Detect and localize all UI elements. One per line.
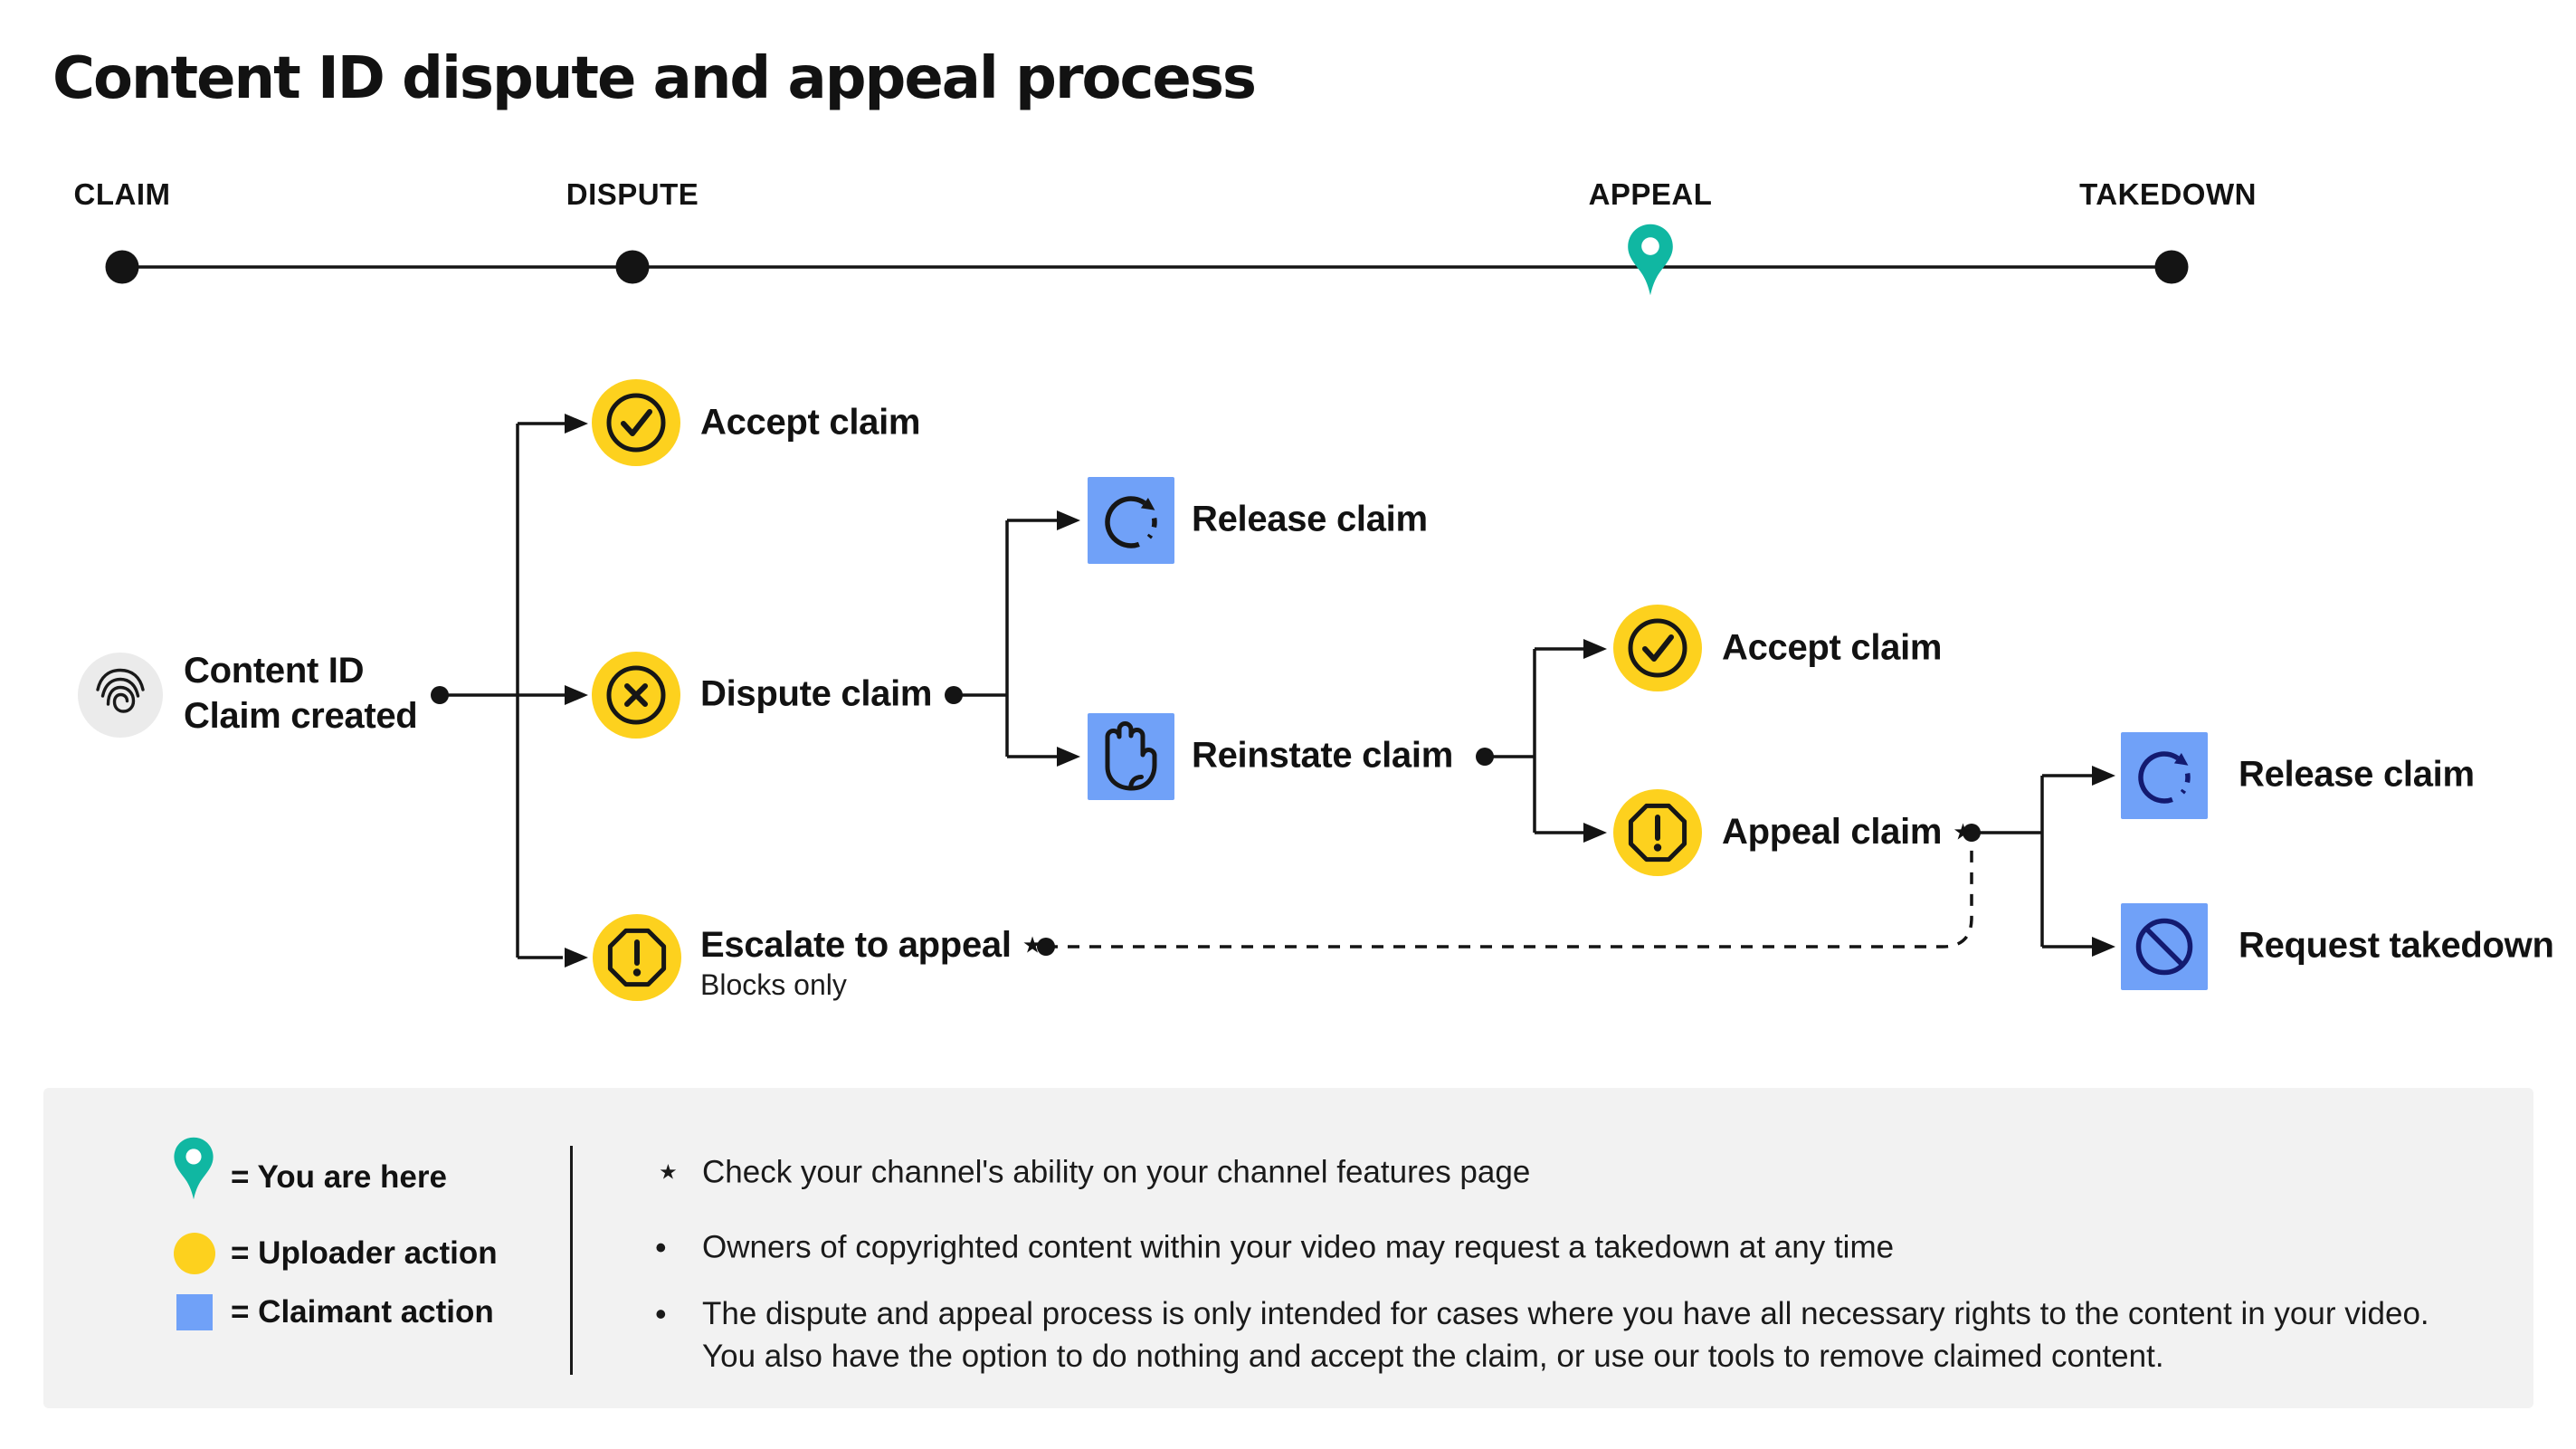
legend-you-are-here-label: = You are here bbox=[231, 1159, 447, 1196]
note-bullet-marker: • bbox=[655, 1295, 667, 1332]
arrowhead-accept-1 bbox=[565, 414, 588, 434]
arrowhead-dispute bbox=[565, 685, 588, 705]
accept-claim-2-check-icon bbox=[1612, 604, 1703, 694]
release-claim-2-label: Release claim bbox=[2239, 754, 2475, 795]
release-claim-2-refresh-icon bbox=[2121, 732, 2208, 819]
escalate-label-block: Escalate to appeal ⋆ Blocks only bbox=[700, 924, 1044, 1004]
legend-claimant-action-label: = Claimant action bbox=[231, 1294, 494, 1330]
reinstate-claim-label: Reinstate claim bbox=[1192, 735, 1453, 776]
accept-claim-2-label: Accept claim bbox=[1722, 627, 1943, 668]
escalate-sublabel: Blocks only bbox=[700, 968, 847, 1001]
legend-uploader-action-label: = Uploader action bbox=[231, 1235, 498, 1272]
connector-dot-source bbox=[431, 686, 449, 704]
connector-dot-reinstate bbox=[1476, 748, 1494, 766]
arrowhead-escalate bbox=[565, 948, 588, 968]
connector-dot-dispute bbox=[945, 686, 963, 704]
timeline-dot-takedown bbox=[2154, 250, 2189, 284]
source-label: Content ID Claim created bbox=[184, 648, 418, 739]
note-text: Owners of copyrighted content within you… bbox=[702, 1229, 1895, 1265]
branch-1-lines bbox=[440, 422, 565, 959]
reinstate-claim-hand-icon bbox=[1088, 713, 1174, 800]
page-title: Content ID dispute and appeal process bbox=[52, 45, 1257, 112]
note-row: ⋆ Check your channel's ability on your c… bbox=[655, 1147, 1531, 1195]
branch-3-lines bbox=[1485, 647, 1583, 834]
arrowhead-release-1 bbox=[1057, 510, 1080, 530]
legend-divider bbox=[570, 1146, 573, 1375]
note-row: • Owners of copyrighted content within y… bbox=[655, 1226, 1894, 1269]
note-row: • The dispute and appeal process is only… bbox=[655, 1292, 2476, 1378]
release-claim-1-refresh-icon bbox=[1088, 477, 1174, 564]
timeline-stage-takedown: TAKEDOWN bbox=[2079, 177, 2257, 211]
note-bullet-marker: • bbox=[655, 1228, 667, 1266]
timeline-dot-claim bbox=[105, 250, 139, 284]
arrowhead-release-2 bbox=[2092, 766, 2115, 786]
appeal-claim-label: Appeal claim ⋆ bbox=[1722, 812, 1974, 853]
dispute-claim-x-icon bbox=[591, 650, 681, 740]
content-id-fingerprint-icon bbox=[78, 653, 163, 738]
branch-4-lines bbox=[1972, 774, 2092, 949]
escalate-alert-octagon-icon bbox=[592, 912, 682, 1003]
source-label-line2: Claim created bbox=[184, 696, 418, 736]
legend-panel bbox=[43, 1088, 2533, 1408]
you-are-here-pin-icon bbox=[1622, 221, 1678, 299]
dashed-escalate-connector bbox=[1046, 844, 1973, 949]
timeline-stage-appeal: APPEAL bbox=[1588, 177, 1713, 211]
accept-claim-1-check-icon bbox=[591, 378, 681, 469]
escalate-label: Escalate to appeal ⋆ bbox=[700, 925, 1044, 965]
note-text: Check your channel's ability on your cha… bbox=[702, 1154, 1531, 1190]
timeline-dot-dispute bbox=[615, 250, 650, 284]
source-label-line1: Content ID bbox=[184, 651, 365, 691]
appeal-claim-alert-octagon-icon bbox=[1612, 787, 1703, 878]
connector-dot-appeal bbox=[1963, 824, 1981, 842]
arrowhead-reinstate bbox=[1057, 747, 1080, 767]
arrowhead-appeal bbox=[1583, 823, 1607, 843]
legend-uploader-action-swatch bbox=[174, 1233, 215, 1274]
arrowhead-accept-2 bbox=[1583, 639, 1607, 659]
request-takedown-block-icon bbox=[2121, 903, 2208, 990]
legend-you-are-here-pin-icon bbox=[169, 1135, 218, 1202]
timeline-stage-claim: CLAIM bbox=[73, 177, 171, 211]
accept-claim-1-label: Accept claim bbox=[700, 402, 921, 443]
note-text: The dispute and appeal process is only i… bbox=[702, 1296, 2429, 1374]
legend-claimant-action-swatch bbox=[176, 1294, 213, 1330]
timeline-stage-dispute: DISPUTE bbox=[566, 177, 699, 211]
release-claim-1-label: Release claim bbox=[1192, 499, 1428, 539]
dispute-claim-label: Dispute claim bbox=[700, 673, 933, 714]
note-star-marker: ⋆ bbox=[655, 1147, 681, 1195]
branch-2-lines bbox=[954, 519, 1057, 758]
arrowhead-takedown bbox=[2092, 937, 2115, 957]
request-takedown-label: Request takedown bbox=[2239, 925, 2554, 966]
connector-dot-escalate bbox=[1037, 938, 1055, 956]
